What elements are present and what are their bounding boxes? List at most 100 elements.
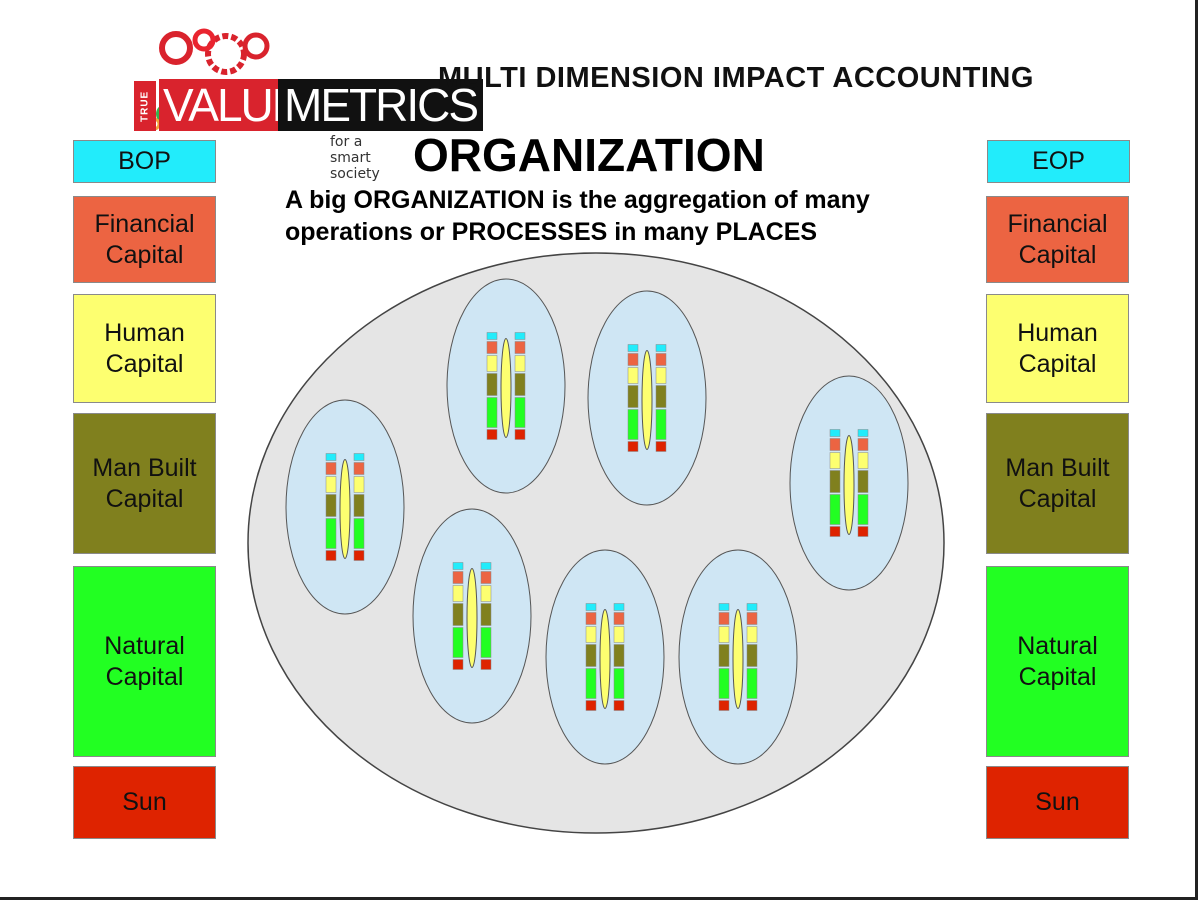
eop-mini-man_built [613,644,625,667]
bop-mini-financial [829,438,841,451]
eop-mini-bop_eop [480,562,492,570]
organization-description: A big ORGANIZATION is the aggregation of… [285,184,985,248]
bop-mini-human [829,452,841,469]
bop-mini-sun [452,659,464,670]
process-3 [587,290,707,506]
bop-financial-label-2: Capital [105,240,184,269]
eop-mini-financial [655,353,667,366]
eop-mini-sun [480,659,492,670]
bop-mini-natural [325,518,337,549]
eop-mini-man_built [353,494,365,517]
bop-mini-financial [585,612,597,625]
eop-mini-sun [746,700,758,711]
process-core-ellipse [339,459,351,559]
bop-mini-man_built [627,385,639,408]
bop-mini-natural [486,397,498,428]
process-group [285,278,909,765]
eop-mini-financial [857,438,869,451]
eop-mini-natural [353,518,365,549]
bop-sun: Sun [73,766,216,839]
bop-mini-natural [829,494,841,525]
eop-mini-natural [655,409,667,440]
bop-mini-man_built [452,603,464,626]
bop-mini-bop_eop [452,562,464,570]
bop-mini-human [585,626,597,643]
bop-mini-sun [718,700,730,711]
process-core-ellipse [500,338,512,438]
eop-financial-label-2: Capital [1018,240,1097,269]
eop-mini-natural [746,668,758,699]
bop-mini-human [452,585,464,602]
bop-natural-label-1: Natural [104,631,185,660]
eop-mini-bop_eop [746,603,758,611]
eop-mini-human [857,452,869,469]
bop-mini-bop_eop [627,344,639,352]
bop-mini-bop_eop [585,603,597,611]
eop-mini-natural [480,627,492,658]
eop-mini-human [613,626,625,643]
bop-mini-financial [452,571,464,584]
eop-mini-human [746,626,758,643]
eop-mini-man_built [857,470,869,493]
frame-right-border [1195,0,1198,900]
organization-description-line1: A big ORGANIZATION is the aggregation of… [285,186,870,214]
bop-man-built-label-1: Man Built [92,453,197,482]
bop-mini-natural [452,627,464,658]
bop-mini-natural [585,668,597,699]
bop-mini-sun [627,441,639,452]
bop-mini-natural [627,409,639,440]
eop-mini-financial [480,571,492,584]
eop-mini-bop_eop [655,344,667,352]
bop-mini-bop_eop [486,332,498,340]
bop-mini-natural [718,668,730,699]
eop-mini-human [480,585,492,602]
bop-mini-man_built [325,494,337,517]
logo-tagline: for a smart society [330,134,380,182]
eop-mini-financial [746,612,758,625]
eop-mini-natural [514,397,526,428]
eop-human-label-1: Human [1017,318,1098,347]
eop-financial-label-1: Financial [1007,209,1108,238]
eop-mini-human [514,355,526,372]
bop-mini-sun [325,550,337,561]
eop-natural-label-2: Capital [1018,662,1097,691]
bop-mini-sun [585,700,597,711]
organization-title: ORGANIZATION [413,129,765,181]
eop-mini-bop_eop [857,429,869,437]
eop-mini-man_built [480,603,492,626]
process-core-ellipse [843,435,855,535]
process-6 [545,549,665,765]
bop-financial-label-1: Financial [94,209,195,238]
eop-sun: Sun [986,766,1129,839]
truevaluemetrics-logo: TRUE VALUE METRICS for a smart society [66,26,483,182]
bop-mini-sun [829,526,841,537]
bop-mini-financial [325,462,337,475]
page-headline: MULTI DIMENSION IMPACT ACCOUNTING [438,62,1034,94]
eop-mini-financial [613,612,625,625]
eop-human-label-2: Capital [1018,349,1097,378]
eop-mini-man_built [746,644,758,667]
eop-header: EOP [987,140,1130,183]
eop-mini-sun [514,429,526,440]
process-7 [678,549,798,765]
eop-mini-man_built [514,373,526,396]
bop-mini-bop_eop [829,429,841,437]
bop-mini-financial [486,341,498,354]
bop-mini-sun [486,429,498,440]
process-core-ellipse [641,350,653,450]
bop-mini-man_built [718,644,730,667]
eop-mini-natural [857,494,869,525]
logo-metrics-label: METRICS [278,79,483,131]
eop-mini-bop_eop [514,332,526,340]
eop-mini-human [655,367,667,384]
bop-mini-man_built [486,373,498,396]
bop-mini-human [486,355,498,372]
bop-mini-human [627,367,639,384]
